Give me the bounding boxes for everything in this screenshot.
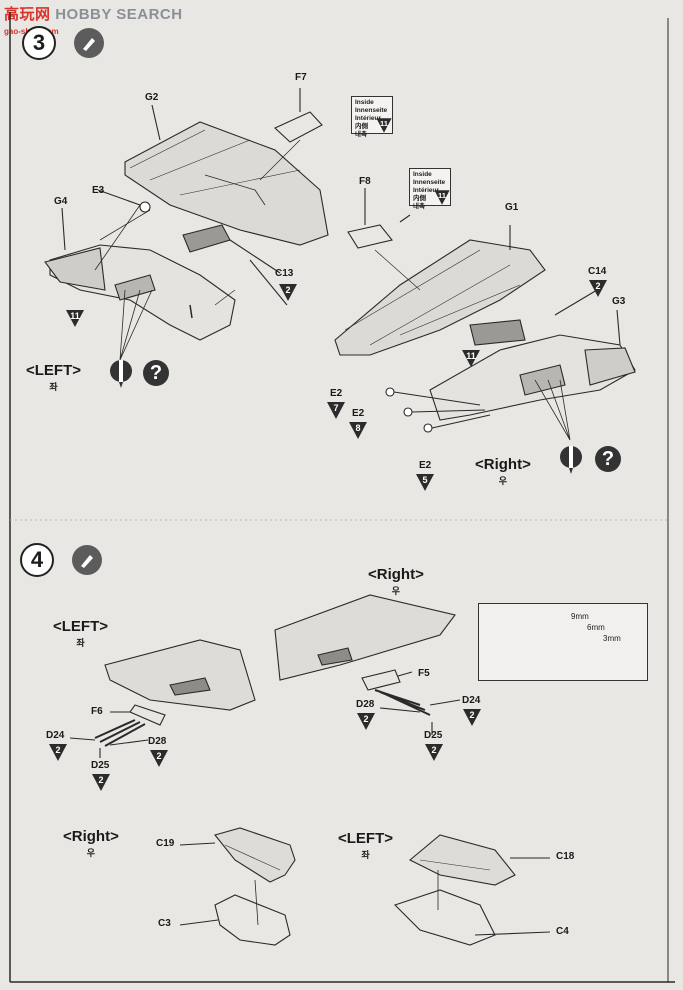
question-icon: ? — [143, 360, 169, 386]
part-label-E2-a: E2 — [330, 388, 343, 399]
step-3-badge: 3 — [22, 26, 56, 60]
glue-icon — [560, 446, 582, 474]
left-side-label: <LEFT> 좌 — [26, 362, 82, 392]
part-label-C4: C4 — [556, 926, 569, 937]
part-label-F8: F8 — [359, 176, 371, 187]
part-label-D25-right: D25 — [424, 730, 443, 741]
color-marker-c14: 2 — [589, 280, 607, 297]
paint-icon — [74, 28, 104, 58]
barrel-length-gauge: 9mm 6mm 3mm — [478, 603, 648, 681]
watermark: 高玩网 HOBBY SEARCH — [4, 6, 183, 23]
part-label-C3: C3 — [158, 918, 171, 929]
color-marker-g4: 11 — [66, 310, 84, 327]
color-marker-d24-left: 2 — [49, 744, 67, 761]
inside-note-f8: Inside Innenseite Intérieur 内側 내측 11 — [409, 168, 451, 210]
part-label-C19: C19 — [156, 838, 175, 849]
page-border — [9, 12, 675, 983]
paint-icon — [72, 545, 102, 575]
part-label-C14: C14 — [588, 266, 607, 277]
lower-right-side-label: <Right> 우 — [63, 828, 119, 858]
color-marker-e2-c: 5 — [416, 474, 434, 491]
right-side-label: <Right> 우 — [368, 566, 424, 596]
color-marker-inside-f8: 11 — [434, 190, 450, 205]
left-wing-assembly — [44, 88, 329, 361]
color-marker-d28-left: 2 — [150, 750, 168, 767]
part-label-F5: F5 — [418, 668, 430, 679]
color-marker-c13: 2 — [279, 284, 297, 301]
color-marker-e2-a: 7 — [327, 402, 345, 419]
tail-right — [179, 827, 296, 946]
part-label-F6: F6 — [91, 706, 103, 717]
color-marker-d25-right: 2 — [425, 744, 443, 761]
lower-left-side-label: <LEFT> 좌 — [338, 830, 394, 860]
part-label-E2-b: E2 — [352, 408, 365, 419]
part-label-F7: F7 — [295, 72, 307, 83]
color-marker-d24-right: 2 — [463, 709, 481, 726]
wing-gun-right — [274, 594, 461, 735]
part-label-G2: G2 — [145, 92, 159, 103]
part-label-G3: G3 — [612, 296, 626, 307]
left-side-label: <LEFT> 좌 — [53, 618, 109, 648]
question-icon: ? — [595, 446, 621, 472]
gauge-6mm: 6mm — [587, 623, 605, 632]
part-label-E2-c: E2 — [419, 460, 432, 471]
color-marker-right-gun: 11 — [462, 350, 480, 367]
right-wing-assembly — [334, 188, 636, 441]
gauge-3mm: 3mm — [603, 634, 621, 643]
step-4-badge: 4 — [20, 543, 54, 577]
right-side-label: <Right> 우 — [475, 456, 531, 486]
part-label-C13: C13 — [275, 268, 294, 279]
color-marker-d25-left: 2 — [92, 774, 110, 791]
wing-gun-left — [69, 639, 256, 758]
part-label-C18: C18 — [556, 851, 575, 862]
part-label-E3: E3 — [92, 185, 105, 196]
part-label-D25-left: D25 — [91, 760, 110, 771]
part-label-D24-left: D24 — [46, 730, 65, 741]
part-label-D28-right: D28 — [356, 699, 375, 710]
glue-icon — [110, 360, 132, 388]
gauge-9mm: 9mm — [571, 612, 589, 621]
inside-note-f7: Inside Innenseite Intérieur 内側 내측 11 — [351, 96, 393, 138]
part-label-G4: G4 — [54, 196, 68, 207]
color-marker-e2-b: 8 — [349, 422, 367, 439]
part-label-G1: G1 — [505, 202, 519, 213]
color-marker-d28-right: 2 — [357, 713, 375, 730]
tail-left — [393, 834, 551, 946]
part-label-D24-right: D24 — [462, 695, 481, 706]
color-marker-inside-f7: 11 — [376, 118, 392, 133]
part-label-D28-left: D28 — [148, 736, 167, 747]
